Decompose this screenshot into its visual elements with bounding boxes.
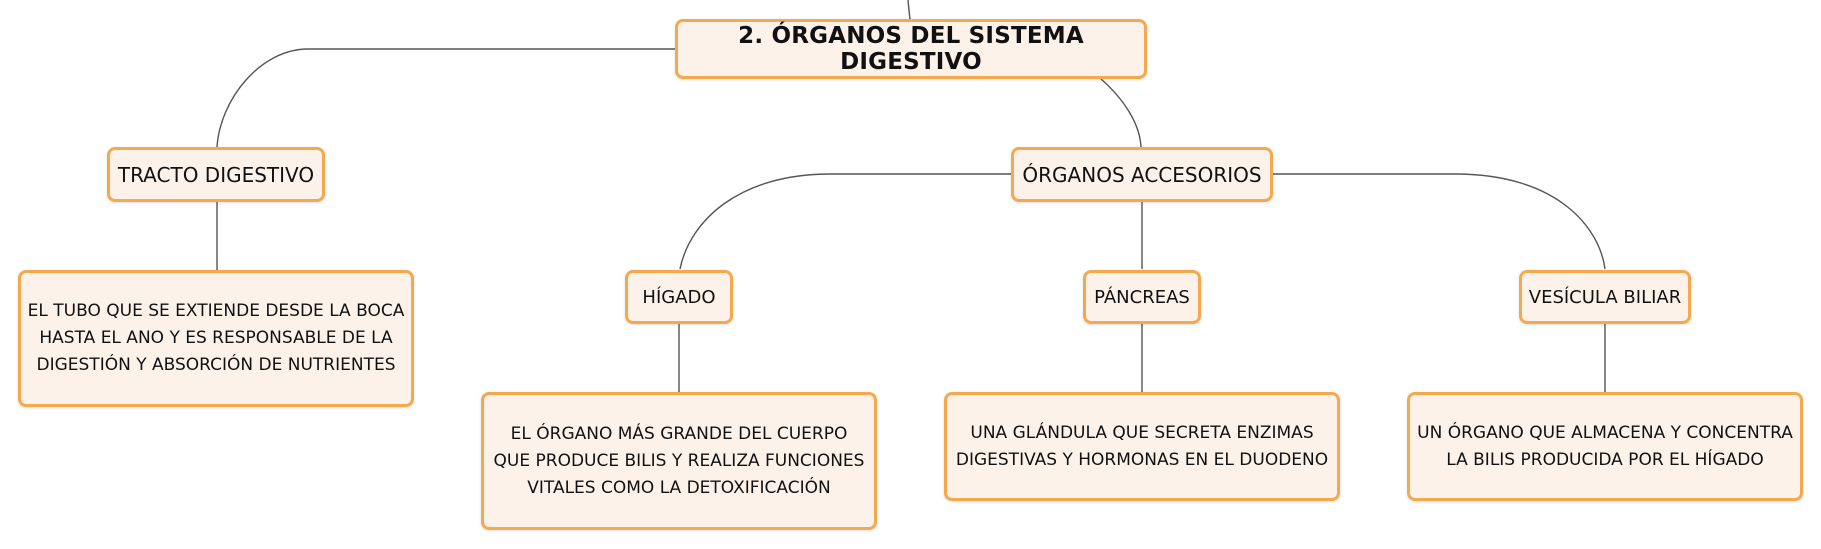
higado-label: HÍGADO bbox=[642, 286, 716, 308]
pancreas-description-node[interactable]: UNA GLÁNDULA QUE SECRETA ENZIMAS DIGESTI… bbox=[944, 392, 1340, 501]
connector-accesorios-vesicula bbox=[1272, 173, 1606, 270]
organos-accesorios-node[interactable]: ÓRGANOS ACCESORIOS bbox=[1011, 147, 1273, 202]
tracto-digestivo-label: TRACTO DIGESTIVO bbox=[117, 162, 315, 187]
vesicula-biliar-label: VESÍCULA BILIAR bbox=[1528, 286, 1682, 308]
tracto-digestivo-node[interactable]: TRACTO DIGESTIVO bbox=[107, 147, 325, 202]
vesicula-biliar-description-node[interactable]: UN ÓRGANO QUE ALMACENA Y CONCENTRA LA BI… bbox=[1407, 392, 1803, 501]
vesicula-biliar-node[interactable]: VESÍCULA BILIAR bbox=[1519, 270, 1691, 324]
organos-accesorios-label: ÓRGANOS ACCESORIOS bbox=[1022, 162, 1262, 187]
higado-node[interactable]: HÍGADO bbox=[625, 270, 733, 324]
connector-accesorios-higado bbox=[679, 173, 1012, 270]
root-topic-label: 2. ÓRGANOS DEL SISTEMA DIGESTIVO bbox=[738, 23, 1084, 75]
tracto-digestivo-description-node[interactable]: EL TUBO QUE SE EXTIENDE DESDE LA BOCA HA… bbox=[18, 270, 414, 407]
connector-root-accesorios bbox=[1100, 78, 1142, 148]
pancreas-node[interactable]: PÁNCREAS bbox=[1083, 270, 1201, 324]
tracto-digestivo-description: EL TUBO QUE SE EXTIENDE DESDE LA BOCA HA… bbox=[27, 301, 405, 375]
higado-description-node[interactable]: EL ÓRGANO MÁS GRANDE DEL CUERPO QUE PROD… bbox=[481, 392, 877, 530]
root-topic-node[interactable]: 2. ÓRGANOS DEL SISTEMA DIGESTIVO bbox=[675, 19, 1147, 79]
higado-description: EL ÓRGANO MÁS GRANDE DEL CUERPO QUE PROD… bbox=[493, 423, 865, 498]
pancreas-description: UNA GLÁNDULA QUE SECRETA ENZIMAS DIGESTI… bbox=[955, 422, 1329, 470]
pancreas-label: PÁNCREAS bbox=[1094, 286, 1190, 308]
connector-root-tracto bbox=[216, 48, 676, 148]
connector-incoming bbox=[907, 0, 911, 21]
vesicula-biliar-description: UN ÓRGANO QUE ALMACENA Y CONCENTRA LA BI… bbox=[1417, 422, 1793, 470]
